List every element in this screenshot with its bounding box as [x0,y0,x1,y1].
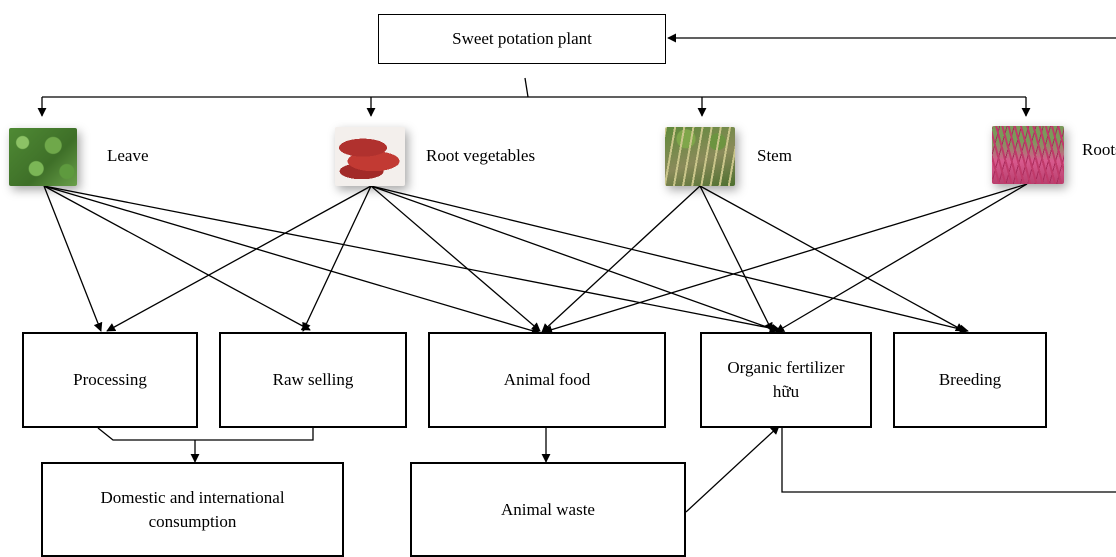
label-stem: Stem [757,146,792,165]
label-root-vegetables: Root vegetables [426,146,536,165]
rootlet-photo [992,126,1064,184]
node-organic-fertilizer: Organic fertilizer hữu [700,332,872,428]
node-animal-food: Animal food [428,332,666,428]
node-sweet-potato-plant-label: Sweet potation plant [452,29,592,48]
node-organic-fertilizer-label: Organic fertilizer hữu [727,358,845,401]
plant-stem-connector [524,77,529,98]
node-processing-label: Processing [73,370,147,389]
node-consumption-label: Domestic and international consumption [100,487,285,531]
label-leave: Leave [107,146,149,165]
feedback-from-fertilizer [781,428,1116,493]
node-animal-waste-label: Animal waste [501,499,595,519]
node-raw-selling: Raw selling [219,332,407,428]
merge-connector [97,427,314,441]
node-animal-food-label: Animal food [503,370,591,389]
label-rootlet: Roots [1082,140,1116,159]
node-breeding: Breeding [893,332,1047,428]
leave-photo [9,128,77,186]
node-processing: Processing [22,332,198,428]
root-vegetables-photo [335,127,405,186]
node-consumption: Domestic and international consumption [41,462,344,557]
node-animal-waste: Animal waste [410,462,686,557]
node-raw-selling-label: Raw selling [272,370,354,389]
stem-photo [665,127,735,186]
node-breeding-label: Breeding [938,370,1002,389]
node-sweet-potato-plant: Sweet potation plant [378,14,666,64]
